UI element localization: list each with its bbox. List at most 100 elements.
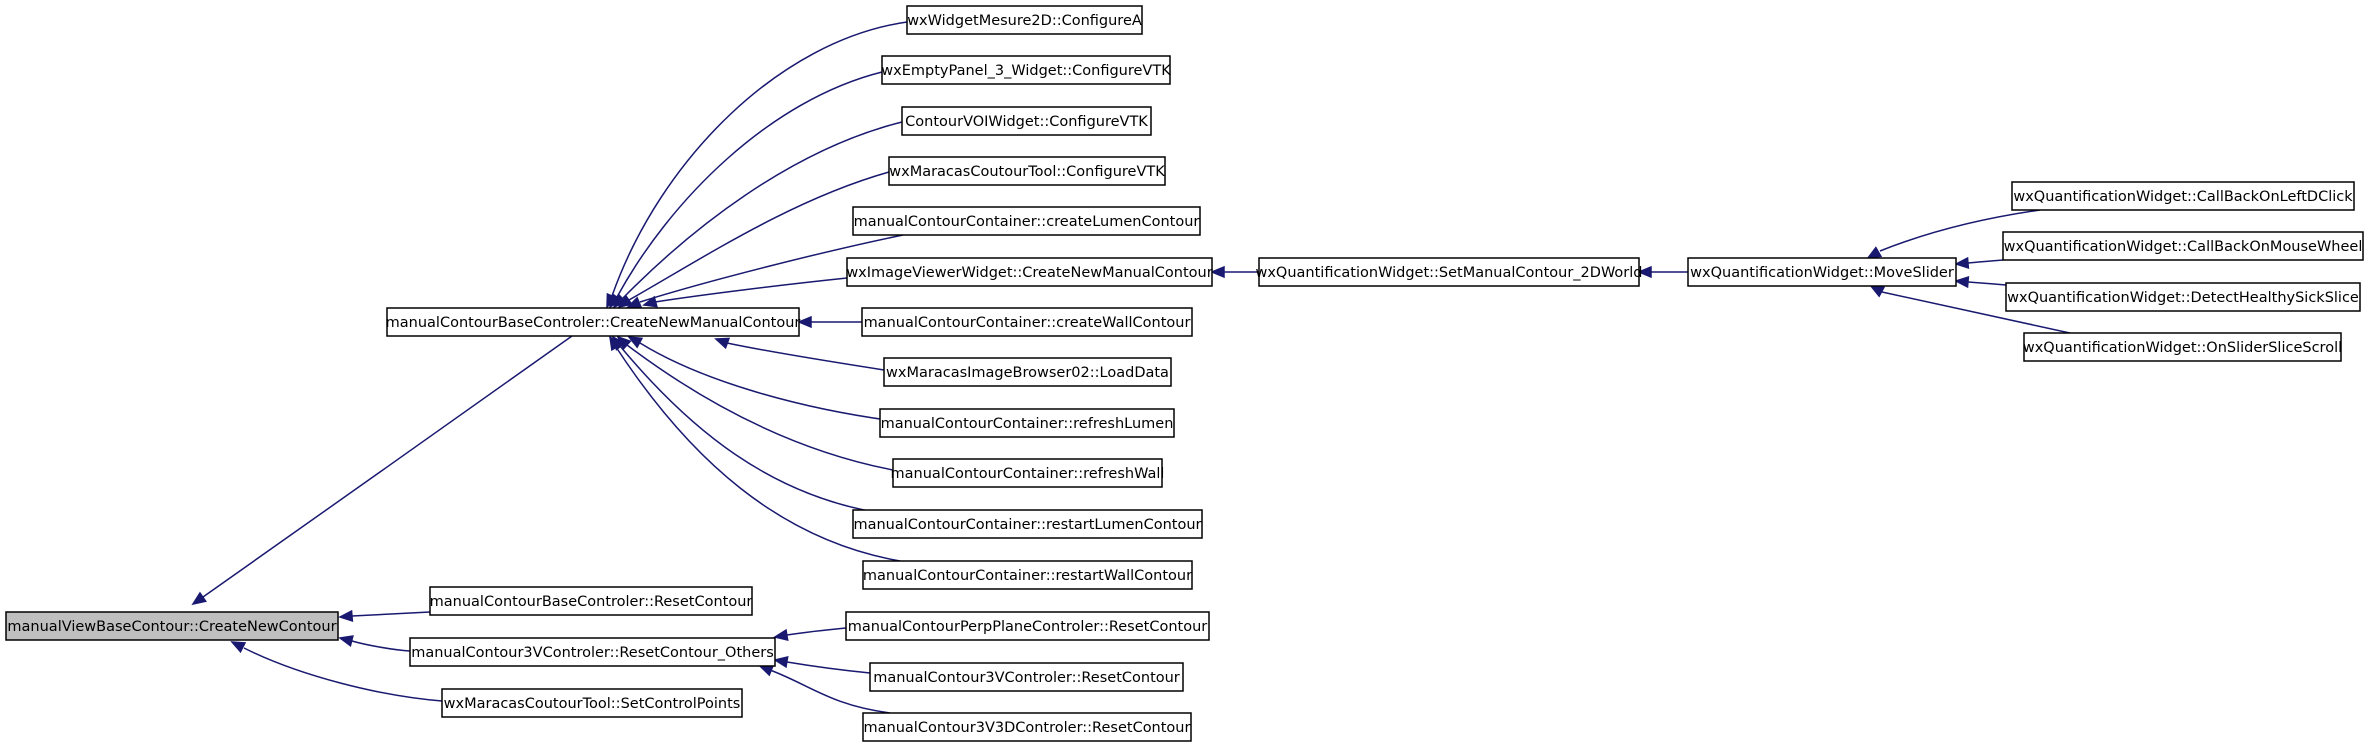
node-box (845, 611, 1210, 641)
arrowhead (626, 296, 643, 308)
edge-ivw-to-cnmc (642, 277, 848, 308)
arrowhead (758, 665, 775, 677)
arrowhead (642, 295, 658, 308)
node-label: wxQuantificationWidget::DetectHealthySic… (2007, 290, 2359, 306)
node-label: wxQuantificationWidget::CallBackOnLeftDC… (2013, 189, 2353, 205)
node-label: wxMaracasCoutourTool::SetControlPoints (444, 696, 741, 712)
arrowhead (797, 315, 812, 329)
node-label: wxQuantificationWidget::SetManualContour… (1255, 265, 1642, 281)
node-cwc[interactable]: manualContourContainer::createWallContou… (861, 307, 1193, 337)
node-label: wxWidgetMesure2D::ConfigureA (907, 13, 1142, 29)
node-cnmc[interactable]: manualContourBaseControler::CreateNewMan… (386, 307, 801, 337)
edge-dhs-to-ms (1954, 275, 2007, 289)
arrowhead (627, 336, 644, 349)
node-box (879, 408, 1175, 438)
node-rc[interactable]: manualContourBaseControler::ResetContour (429, 586, 753, 616)
node-box (1687, 257, 1957, 287)
node-box (1258, 257, 1640, 287)
arrowhead (1869, 285, 1886, 298)
node-box (883, 357, 1172, 387)
node-oss[interactable]: wxQuantificationWidget::OnSliderSliceScr… (2023, 332, 2342, 362)
arrowhead (773, 656, 789, 669)
arrowhead (617, 294, 633, 309)
arrowhead (1637, 265, 1652, 279)
node-label: wxEmptyPanel_3_Widget::ConfigureVTK (881, 63, 1171, 79)
node-box (862, 712, 1192, 742)
node-clc[interactable]: manualContourContainer::createLumenConto… (852, 206, 1201, 236)
node-label: ContourVOIWidget::ConfigureVTK (905, 114, 1148, 130)
node-rwc[interactable]: manualContourContainer::restartWallConto… (862, 560, 1193, 590)
node-box (2005, 282, 2361, 312)
node-box (881, 55, 1171, 85)
node-box (888, 156, 1166, 186)
node-box (2002, 231, 2364, 261)
node-box (862, 560, 1193, 590)
arrowhead (338, 635, 354, 648)
node-cvoi[interactable]: ContourVOIWidget::ConfigureVTK (901, 106, 1152, 136)
node-v3d[interactable]: manualContour3V3DControler::ResetContour (862, 712, 1192, 742)
arrowhead (608, 335, 622, 352)
node-mct[interactable]: wxMaracasCoutourTool::ConfigureVTK (888, 156, 1166, 186)
node-rl[interactable]: manualContourContainer::refreshLumen (879, 408, 1175, 438)
edge-ms-to-smc (1637, 265, 1688, 279)
node-label: manualContourContainer::restartWallConto… (863, 568, 1192, 584)
node-rlc[interactable]: manualContourContainer::restartLumenCont… (852, 509, 1203, 539)
node-v3[interactable]: manualContour3VControler::ResetContour (869, 662, 1184, 692)
node-label: wxMaracasImageBrowser02::LoadData (886, 365, 1169, 381)
node-box (386, 307, 800, 337)
node-box (906, 5, 1143, 35)
node-dhs[interactable]: wxQuantificationWidget::DetectHealthySic… (2005, 282, 2361, 312)
node-ep3[interactable]: wxEmptyPanel_3_Widget::ConfigureVTK (881, 55, 1171, 85)
node-label: manualContourContainer::createWallContou… (864, 315, 1191, 331)
node-ivw[interactable]: wxImageViewerWidget::CreateNewManualCont… (846, 257, 1213, 287)
edge-pp-to-rco (773, 627, 847, 641)
node-box (429, 586, 753, 616)
node-label: wxQuantificationWidget::CallBackOnMouseW… (2004, 239, 2363, 255)
node-rco[interactable]: manualContour3VControler::ResetContour_O… (409, 637, 776, 667)
node-label: manualContourContainer::restartLumenCont… (853, 517, 1201, 533)
node-cbm[interactable]: wxQuantificationWidget::CallBackOnMouseW… (2002, 231, 2364, 261)
node-label: manualContourPerpPlaneControler::ResetCo… (848, 619, 1208, 635)
node-root[interactable]: manualViewBaseContour::CreateNewContour (5, 611, 339, 641)
node-ms[interactable]: wxQuantificationWidget::MoveSlider (1687, 257, 1957, 287)
edge-v3-to-rco (773, 656, 871, 674)
edge-cwc-to-cnmc (797, 315, 862, 329)
node-pp[interactable]: manualContourPerpPlaneControler::ResetCo… (845, 611, 1210, 641)
node-label: wxQuantificationWidget::MoveSlider (1690, 265, 1954, 281)
node-label: manualContourContainer::refreshLumen (881, 416, 1174, 432)
node-label: wxQuantificationWidget::OnSliderSliceScr… (2023, 340, 2342, 356)
node-box (5, 611, 339, 641)
node-label: manualContour3VControler::ResetContour (873, 670, 1180, 686)
node-box (2023, 332, 2342, 362)
call-graph-nodes: manualViewBaseContour::CreateNewContourm… (5, 5, 2364, 742)
node-cbl[interactable]: wxQuantificationWidget::CallBackOnLeftDC… (2011, 181, 2355, 211)
node-label: manualContourContainer::refreshWall (891, 466, 1165, 482)
node-label: wxImageViewerWidget::CreateNewManualCont… (846, 265, 1212, 281)
node-box (852, 509, 1203, 539)
node-box (869, 662, 1184, 692)
edge-rc-to-root (338, 609, 431, 623)
edge-scp-to-root (230, 641, 443, 702)
edge-rw-to-cnmc (616, 335, 894, 471)
edge-clc-to-cnmc (626, 234, 904, 308)
node-scp[interactable]: wxMaracasCoutourTool::SetControlPoints (441, 688, 743, 718)
arrowhead (1866, 246, 1883, 259)
node-box (2011, 181, 2355, 211)
arrowhead (1954, 256, 1970, 270)
node-box (846, 257, 1213, 287)
call-graph-edges (191, 21, 2071, 714)
node-cfgA[interactable]: wxWidgetMesure2D::ConfigureA (906, 5, 1143, 35)
node-label: manualViewBaseContour::CreateNewContour (7, 619, 336, 635)
node-label: manualContourContainer::createLumenConto… (854, 214, 1200, 230)
node-label: wxMaracasCoutourTool::ConfigureVTK (889, 164, 1165, 180)
arrowhead (230, 641, 247, 654)
edge-cbm-to-ms (1954, 256, 2004, 270)
node-rw[interactable]: manualContourContainer::refreshWall (891, 458, 1165, 488)
edge-cnmc-to-root (191, 335, 573, 606)
node-label: manualContourBaseControler::CreateNewMan… (386, 315, 801, 331)
node-ld[interactable]: wxMaracasImageBrowser02::LoadData (883, 357, 1172, 387)
node-label: manualContour3V3DControler::ResetContour (864, 720, 1191, 736)
node-smc[interactable]: wxQuantificationWidget::SetManualContour… (1255, 257, 1643, 287)
arrowhead (191, 591, 207, 606)
